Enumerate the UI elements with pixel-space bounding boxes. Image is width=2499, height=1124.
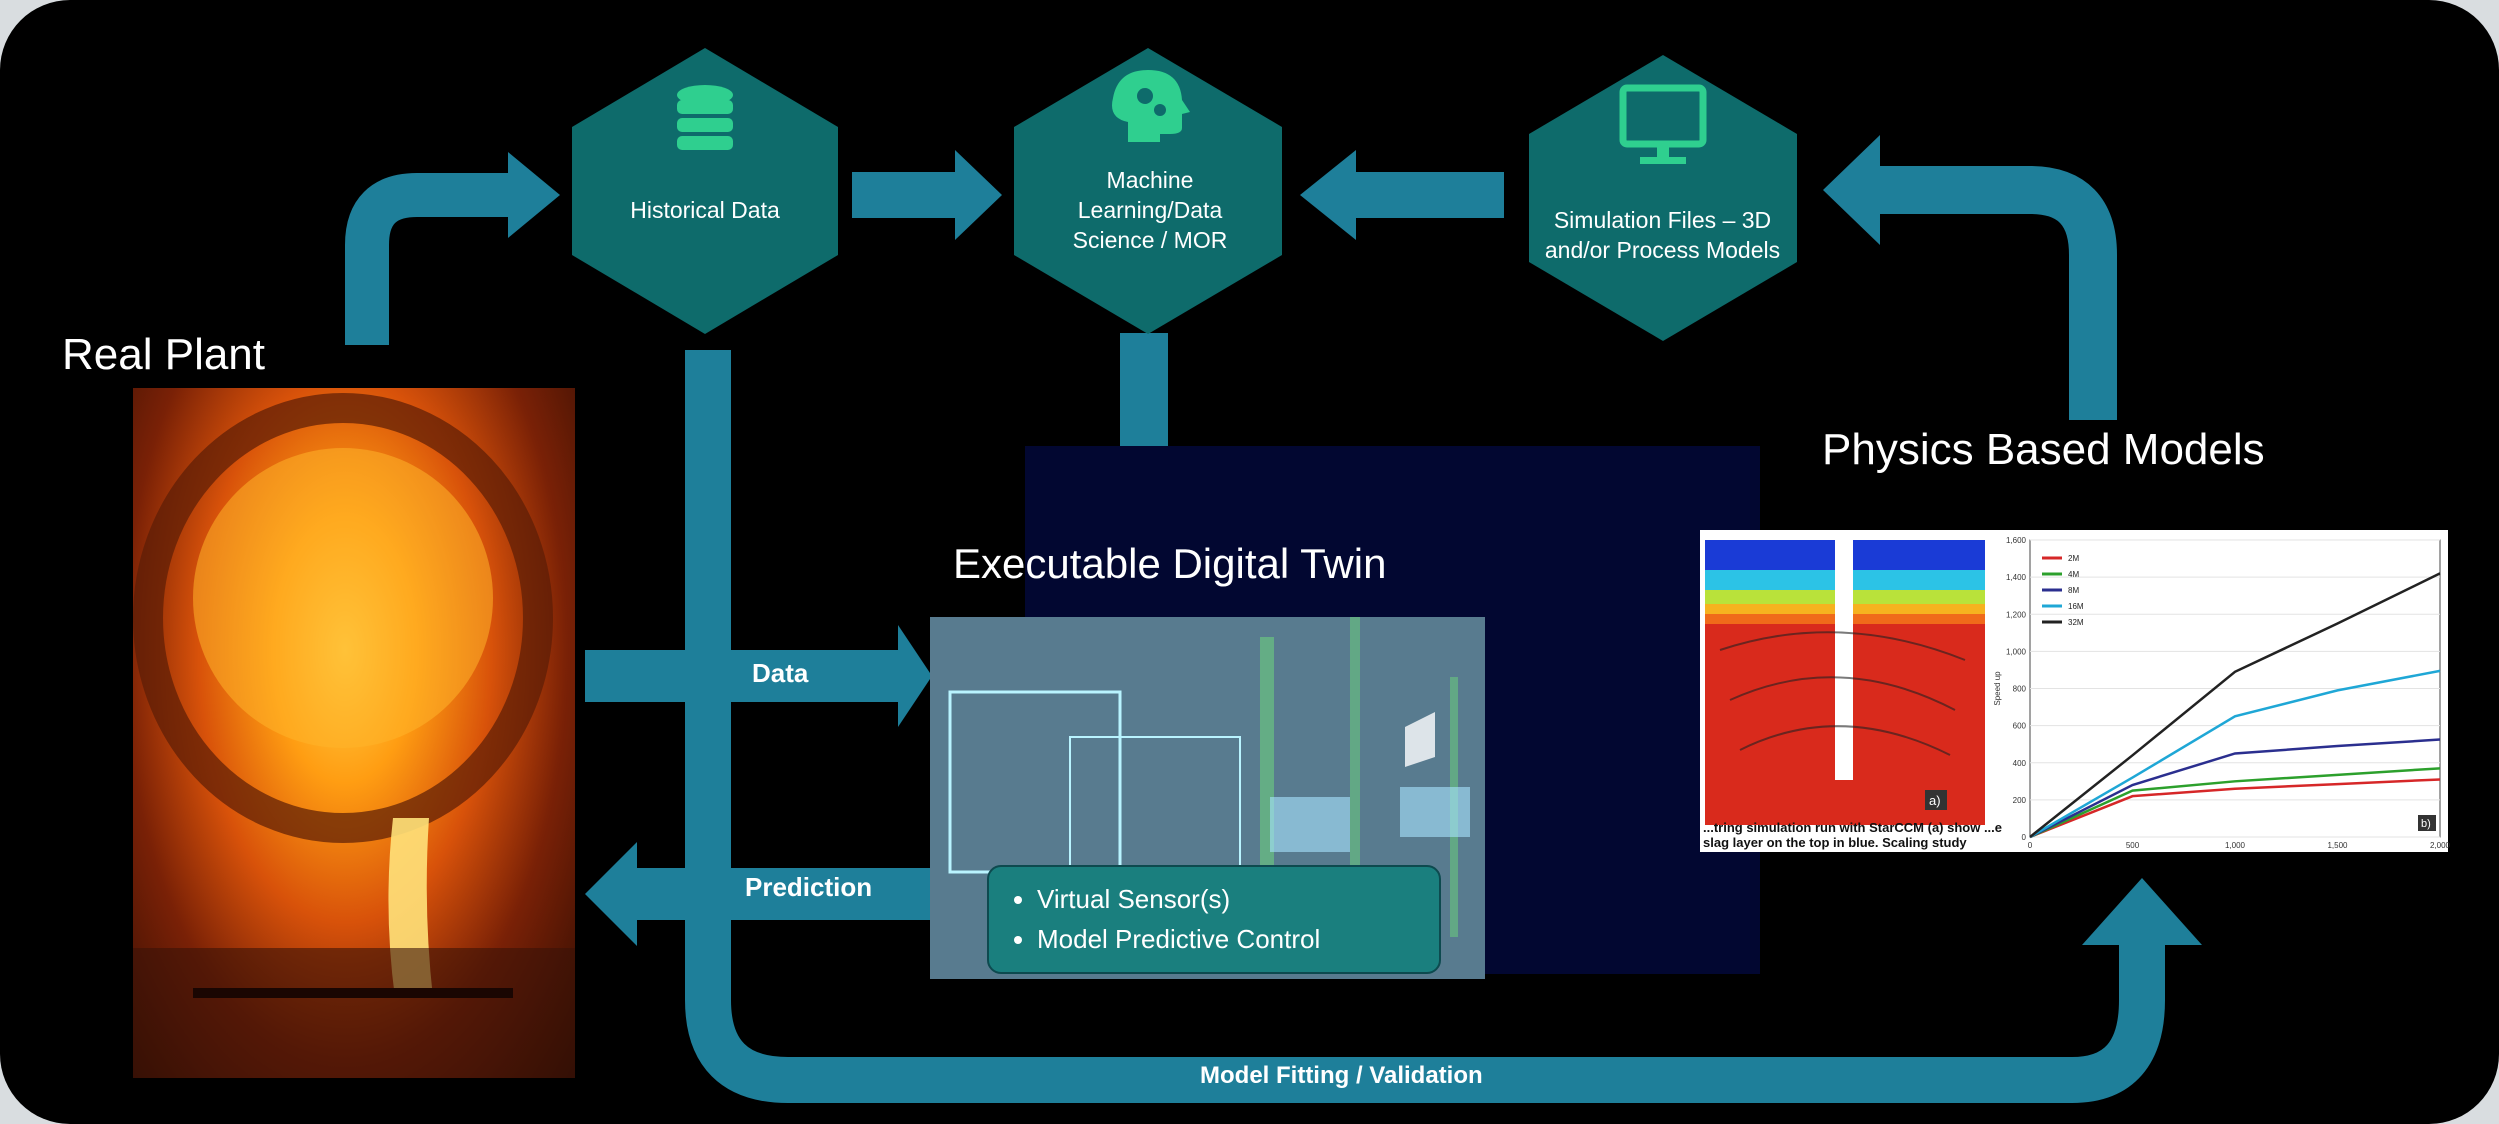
sim-label: Simulation Files – 3D and/or Process Mod…: [1544, 207, 1781, 263]
y-tick-label: 0: [2022, 833, 2027, 842]
ml-label: Machine Learning/Data Science / MOR: [1072, 167, 1228, 253]
sim-hexagon: [1529, 55, 1797, 341]
historical-to-ml-arrow: [852, 150, 1002, 240]
model-fitting-arrow: [685, 350, 2202, 1103]
database-icon: [677, 85, 733, 150]
speedup-chart: 0 200 400 600 800 1,000 1,200 1,400 1,600 0 500 1,0…: [1993, 536, 2451, 850]
y-tick-label: 400: [2013, 759, 2027, 768]
simulation-panel: a) 0 200 400 600 800 1,000 1,200 1,400 1,600 0 500…: [1700, 530, 2451, 852]
twin-bullet: Virtual Sensor(s): [1037, 879, 1439, 919]
series-line-16M: [2029, 669, 2441, 839]
physics-to-sim-arrow: [1823, 135, 2117, 420]
x-tick-label: 1,500: [2327, 841, 2348, 850]
y-axis-label: Speed up: [1993, 671, 2002, 706]
twin-bullet: Model Predictive Control: [1037, 919, 1439, 959]
real-plant-image: [133, 388, 575, 1078]
y-tick-label: 600: [2013, 722, 2027, 731]
y-tick-label: 1,400: [2006, 573, 2027, 582]
plant-to-historical-arrow: [345, 152, 560, 345]
real-plant-label: Real Plant: [62, 330, 266, 379]
cfd-image: [1705, 540, 1985, 825]
panel-b-box: [2418, 815, 2436, 831]
twin-features-box: Virtual Sensor(s) Model Predictive Contr…: [987, 865, 1441, 974]
x-tick-label: 1,000: [2225, 841, 2246, 850]
series-line-2M: [2029, 778, 2441, 839]
physics-models-label: Physics Based Models: [1822, 425, 2265, 474]
prediction-arrow: [585, 842, 930, 946]
legend-entry: 16M: [2068, 602, 2084, 611]
historical-data-label: Historical Data: [630, 197, 780, 223]
model-fitting-label: Model Fitting / Validation: [1200, 1062, 1483, 1089]
x-tick-label: 0: [2028, 841, 2033, 850]
y-tick-label: 800: [2013, 685, 2027, 694]
legend-entry: 2M: [2068, 554, 2079, 563]
x-tick-label: 2,000: [2430, 841, 2451, 850]
x-tick-label: 500: [2126, 841, 2140, 850]
series-line-32M: [2029, 572, 2441, 838]
legend-entry: 4M: [2068, 570, 2079, 579]
y-tick-label: 200: [2013, 796, 2027, 805]
y-tick-label: 1,600: [2006, 536, 2027, 545]
cfd-caption: ...tring simulation run with StarCCM (a)…: [1703, 820, 2003, 850]
panel-a-label: a): [1929, 793, 1941, 808]
historical-hexagon: [572, 48, 838, 334]
y-tick-label: 1,200: [2006, 610, 2027, 619]
series-line-4M: [2029, 767, 2441, 839]
monitor-icon: [1619, 84, 1707, 164]
head-gears-icon: [1112, 70, 1190, 142]
legend-entry: 8M: [2068, 586, 2079, 595]
y-tick-label: 1,000: [2006, 647, 2027, 656]
twin-title: Executable Digital Twin: [953, 540, 1387, 587]
data-label: Data: [752, 658, 809, 688]
data-arrow: [585, 625, 932, 727]
legend-entry: 32M: [2068, 618, 2084, 627]
panel-b-label: b): [2421, 818, 2431, 830]
sim-to-ml-arrow: [1300, 150, 1504, 240]
ml-hexagon: [1014, 48, 1282, 334]
series-line-8M: [2029, 738, 2441, 839]
prediction-label: Prediction: [745, 872, 873, 902]
